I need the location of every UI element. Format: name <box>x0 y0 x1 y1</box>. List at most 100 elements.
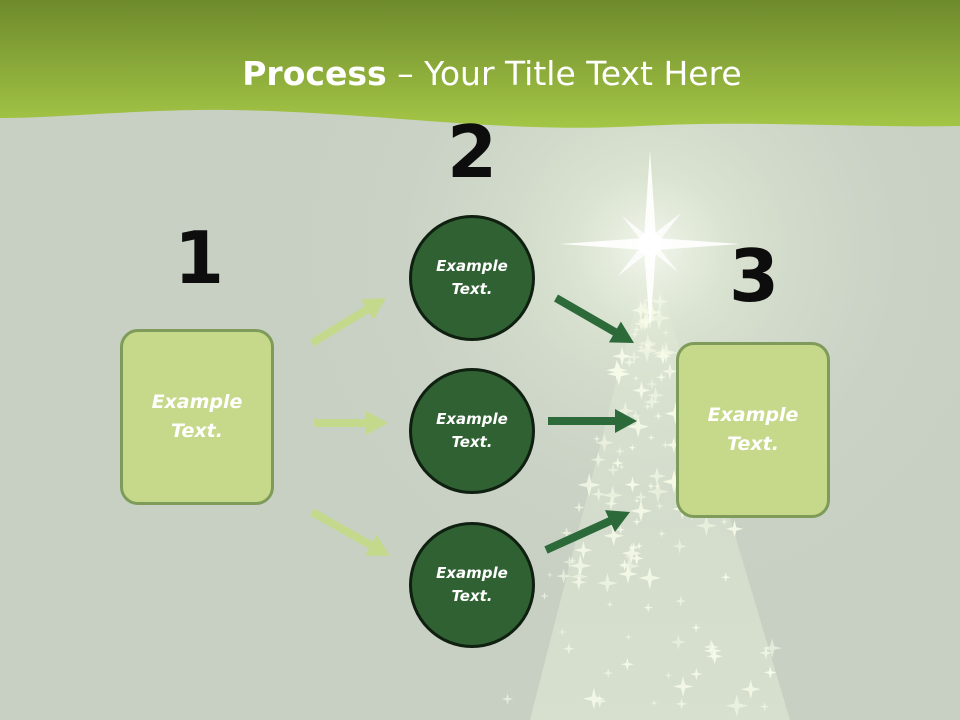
step-number-3: 3 <box>728 234 780 318</box>
sparkle-star <box>632 381 651 400</box>
sparkle-star <box>725 694 749 718</box>
step-2-circle-middle: Example Text. <box>409 368 535 494</box>
sparkle-star <box>624 476 641 493</box>
step-2-circle-top: Example Text. <box>409 215 535 341</box>
circle-top-text-line-2: Text. <box>451 280 493 298</box>
sparkle-star <box>556 568 572 584</box>
sparkle-star <box>595 433 614 452</box>
sparkle-star <box>695 515 717 537</box>
sparkle-star <box>762 638 782 658</box>
sparkle-star <box>612 346 632 366</box>
title-rest: – Your Title Text Here <box>386 54 742 93</box>
sparkle-star <box>759 646 773 660</box>
sparkle-star <box>642 303 662 322</box>
arrow-from-top-circle <box>554 294 634 343</box>
sparkle-star <box>720 572 731 583</box>
sparkle-star <box>633 316 649 332</box>
sparkle-star <box>637 333 658 354</box>
sparkle-star <box>741 679 761 699</box>
sparkle-star <box>703 641 722 660</box>
star-icon <box>560 150 740 330</box>
sparkle-star <box>646 480 669 503</box>
sparkle-star <box>643 402 652 411</box>
sparkle-star <box>647 434 655 442</box>
sparkle-star <box>560 527 573 539</box>
sparkle-star <box>670 634 687 650</box>
sparkle-star <box>568 556 577 564</box>
sparkle-star <box>602 485 623 506</box>
sparkle-star <box>664 402 687 425</box>
sparkle-star <box>703 639 719 655</box>
sparkle-star <box>627 415 650 438</box>
sparkle-star <box>557 627 567 637</box>
sparkle-star <box>618 464 625 470</box>
step-1-text-line-2: Text. <box>171 420 223 442</box>
circle-middle-text-line-2: Text. <box>451 433 493 451</box>
sparkle-star <box>590 452 606 468</box>
sparkle-star <box>574 541 593 560</box>
sparkle-star <box>650 699 658 707</box>
sparkle-star <box>638 566 661 590</box>
sparkle-star <box>615 401 635 421</box>
sparkle-star <box>591 487 606 502</box>
sparkle-star <box>546 571 554 578</box>
sparkle-star <box>634 490 648 504</box>
circle-bottom-text-line-2: Text. <box>451 587 493 605</box>
sparkle-star <box>664 671 673 680</box>
title-banner <box>0 0 960 128</box>
arrow-to-middle-circle <box>314 411 388 435</box>
sparkle-star <box>597 572 618 594</box>
tree-glow <box>530 250 790 720</box>
sparkle-star <box>624 356 635 368</box>
sparkle-star <box>662 470 686 494</box>
sparkle-star <box>647 482 655 490</box>
sparkle-star <box>639 301 648 310</box>
sparkle-star <box>624 552 632 561</box>
step-3-box: Example Text. <box>676 342 830 518</box>
sparkle-star <box>633 497 640 504</box>
sparkle-star <box>672 538 688 554</box>
sparkle-star <box>691 622 701 633</box>
sparkle-star <box>654 483 661 490</box>
sparkle-star <box>690 667 703 681</box>
sparkle-star <box>606 601 614 608</box>
arrow-to-bottom-circle <box>310 508 390 556</box>
sparkle-star <box>632 325 641 334</box>
step-1-text-line-1: Example <box>151 391 243 413</box>
sparkle-star <box>606 463 620 477</box>
sparkle-star <box>647 306 672 331</box>
sparkle-star <box>569 554 592 577</box>
step-1-text: Example Text. <box>152 388 243 446</box>
step-2-circle-bottom: Example Text. <box>409 522 535 648</box>
circle-top-text-line-1: Example <box>436 257 508 275</box>
sparkle-star <box>635 542 643 550</box>
arrow-from-bottom-circle <box>544 510 630 554</box>
sparkle-star <box>619 555 641 577</box>
sparkle-star <box>570 567 589 586</box>
sparkle-star <box>646 378 658 390</box>
sparkle-star <box>725 520 744 538</box>
sparkle-star <box>673 676 694 697</box>
sparkle-star <box>631 300 651 320</box>
sparkle-star <box>606 359 628 381</box>
sparkle-star <box>643 393 661 411</box>
sparkle-star <box>636 299 654 317</box>
sparkle-star <box>501 693 514 705</box>
sparkle-star <box>627 542 640 554</box>
sparkle-star <box>624 633 633 641</box>
arrow-to-top-circle <box>309 298 386 347</box>
sparkle-star <box>593 435 601 443</box>
step-3-text-line-1: Example <box>707 404 799 426</box>
sparkle-star <box>662 328 670 337</box>
sparkle-star <box>635 339 659 363</box>
sparkle-star <box>720 518 729 526</box>
sparkle-star <box>763 666 777 679</box>
arrow-from-middle-circle <box>548 409 637 433</box>
sparkle-star <box>651 293 669 311</box>
sparkle-star <box>603 667 614 679</box>
step-number-1: 1 <box>173 216 225 300</box>
sparkle-star <box>661 441 669 449</box>
sparkle-star <box>621 543 642 564</box>
sparkle-star <box>706 648 723 665</box>
sparkle-star <box>638 315 651 328</box>
